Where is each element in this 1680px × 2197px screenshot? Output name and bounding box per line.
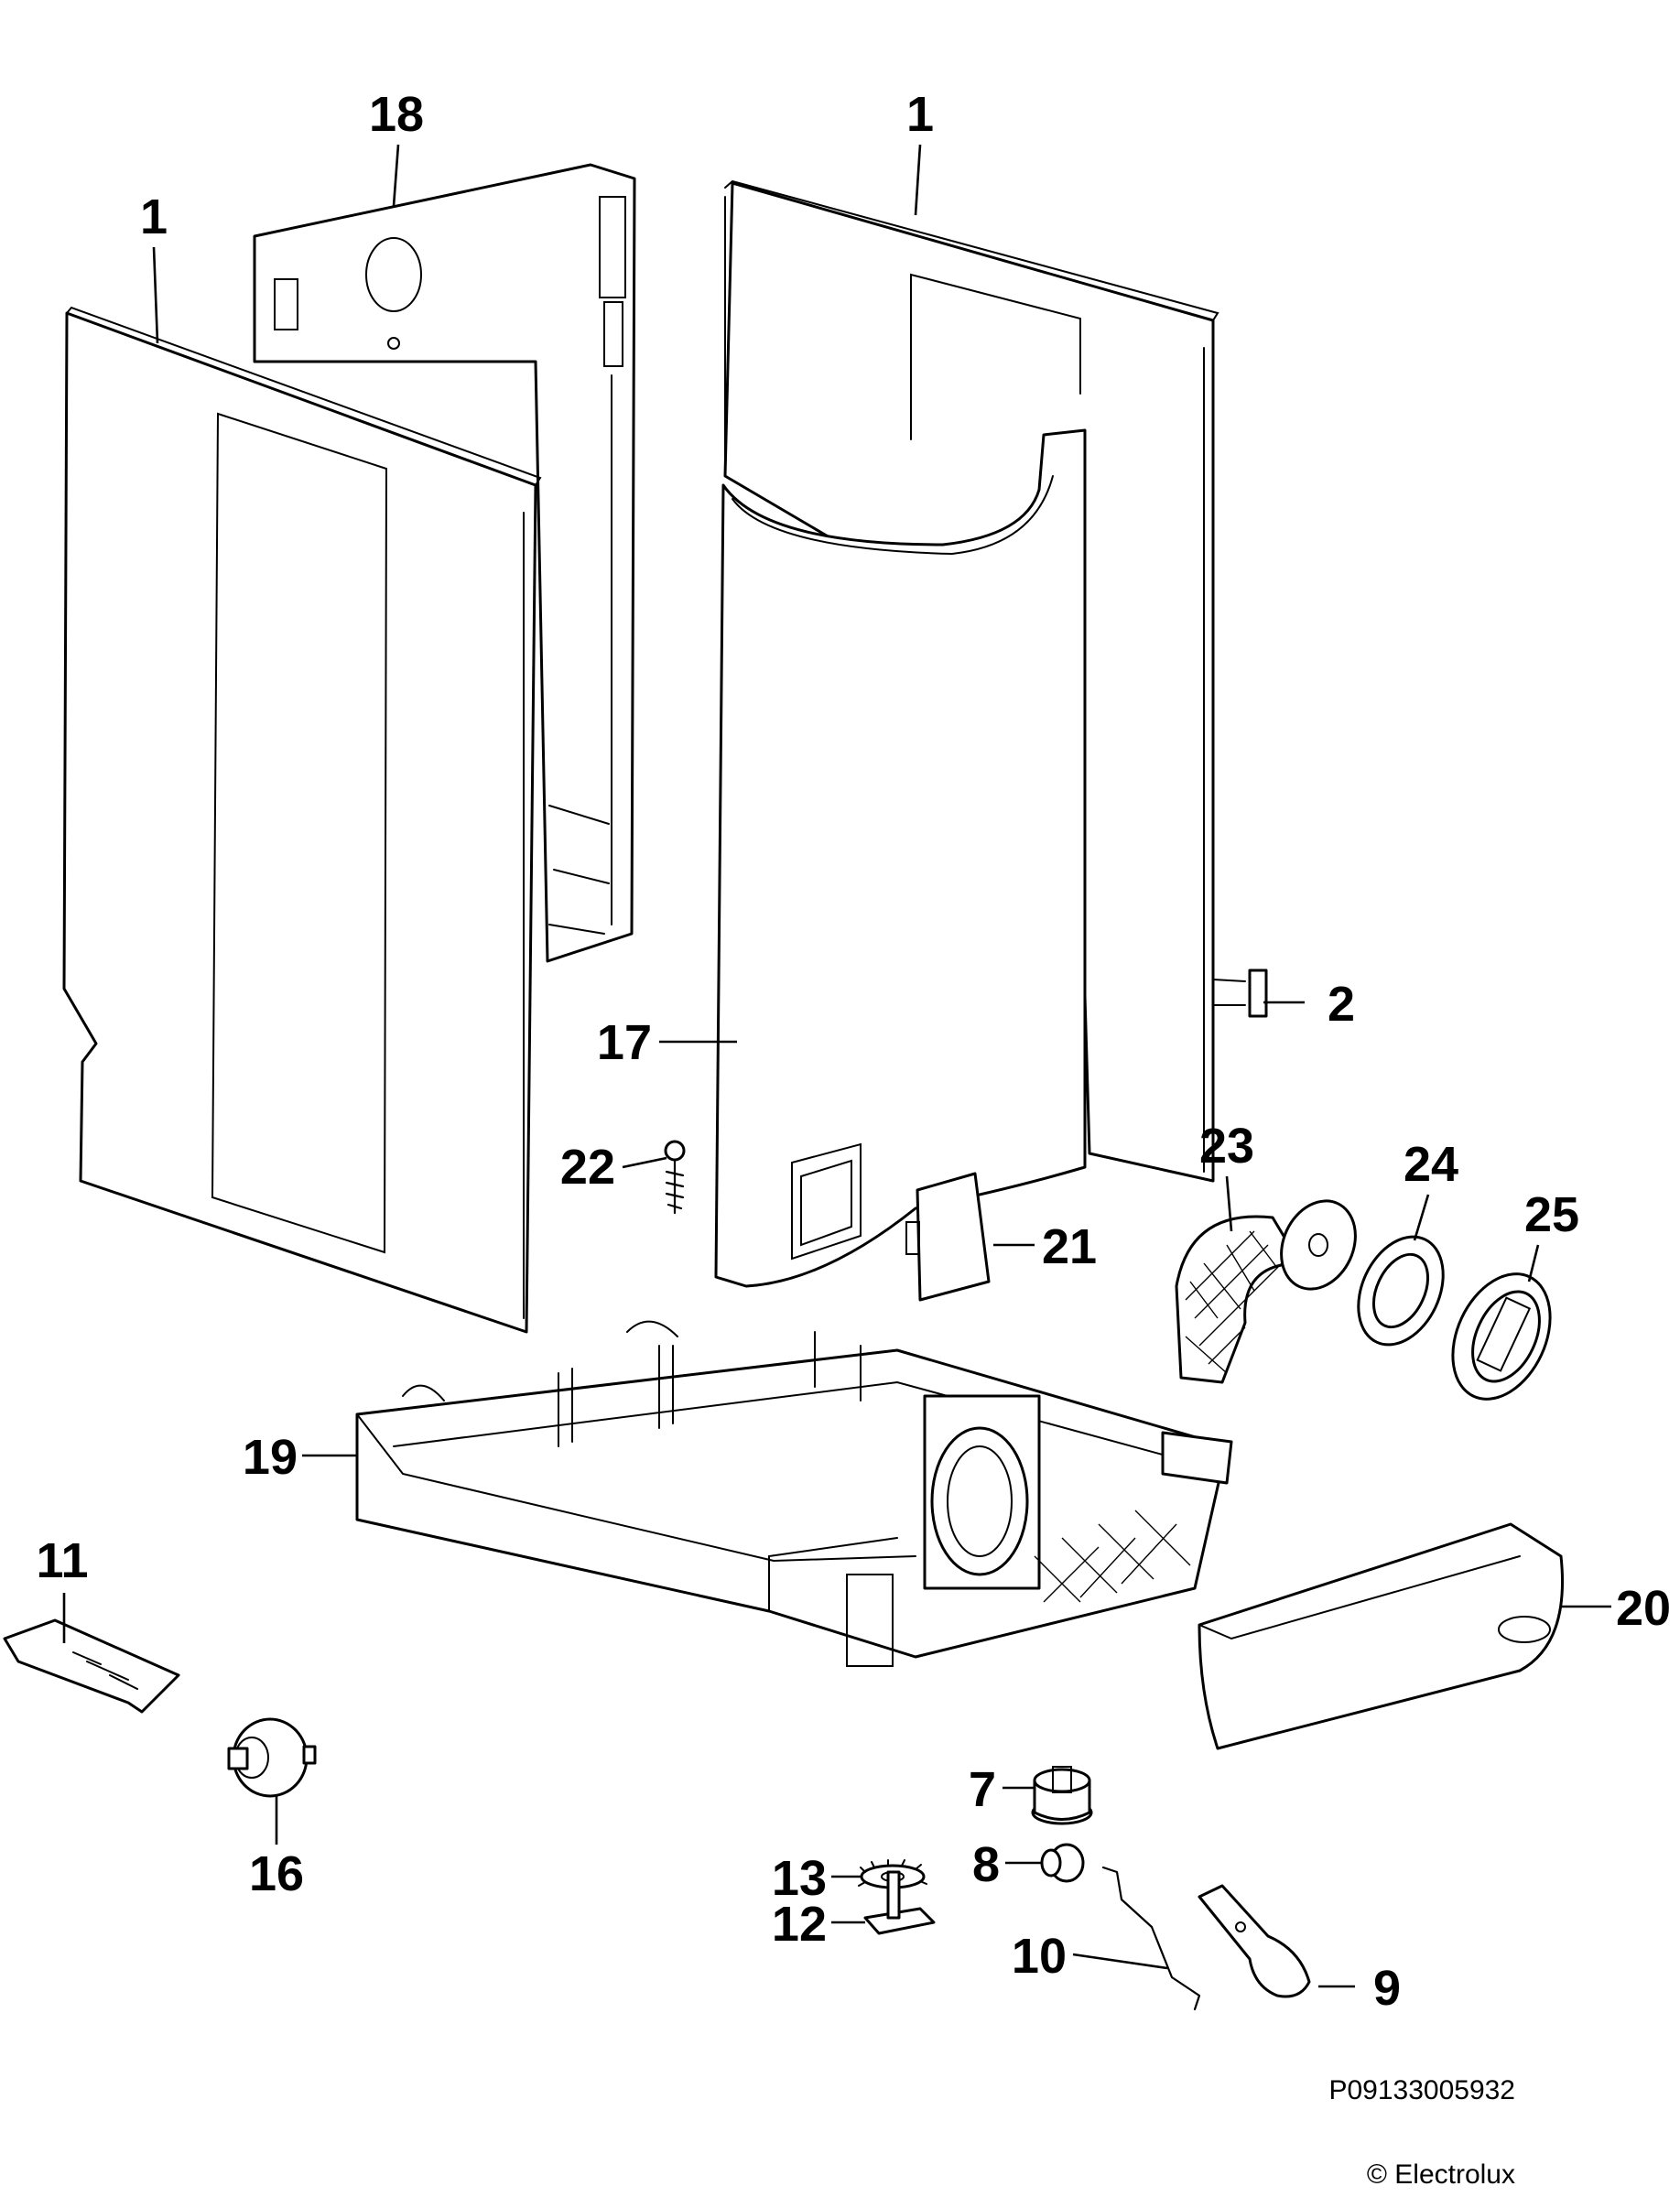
part-21-cover-flap[interactable] xyxy=(905,1172,991,1302)
part-22-screw[interactable] xyxy=(664,1140,686,1215)
callout-1-left: 1 xyxy=(140,189,168,244)
callout-20: 20 xyxy=(1616,1581,1671,1636)
copyright: © Electrolux xyxy=(1367,2159,1515,2190)
part-17-front-panel[interactable] xyxy=(714,428,1087,1288)
callout-9: 9 xyxy=(1373,1961,1401,2016)
callout-19: 19 xyxy=(243,1430,298,1485)
callout-2: 2 xyxy=(1328,977,1355,1032)
callout-12: 12 xyxy=(772,1897,827,1952)
callout-22: 22 xyxy=(560,1140,615,1195)
part-23-hose[interactable] xyxy=(1175,1189,1370,1384)
part-12-foot-screw[interactable] xyxy=(863,1870,936,1935)
callout-17: 17 xyxy=(597,1015,652,1070)
drawing-code: P09133005932 xyxy=(1328,2075,1515,2105)
callout-10: 10 xyxy=(1012,1929,1067,1984)
callout-13: 13 xyxy=(772,1851,827,1906)
part-1-right-side-panel[interactable] xyxy=(723,179,1219,1183)
callout-16: 16 xyxy=(249,1846,304,1901)
part-10-wire-spring[interactable] xyxy=(1101,1866,1201,2011)
part-9-lever[interactable] xyxy=(1198,1884,1311,1998)
callout-8: 8 xyxy=(972,1837,1000,1892)
part-18-rear-panel[interactable] xyxy=(253,163,636,963)
part-20-front-plinth[interactable] xyxy=(1198,1522,1565,1750)
callout-24: 24 xyxy=(1404,1137,1458,1192)
part-16-foot[interactable] xyxy=(227,1717,317,1798)
part-25-filter-cover[interactable] xyxy=(1434,1258,1569,1414)
callout-11: 11 xyxy=(36,1533,88,1588)
part-1-left-side-panel[interactable] xyxy=(62,306,542,1334)
callout-18: 18 xyxy=(369,87,424,142)
callout-7: 7 xyxy=(969,1762,996,1817)
part-11-bracket[interactable] xyxy=(3,1618,180,1714)
part-8-plug[interactable] xyxy=(1040,1843,1085,1883)
callout-23: 23 xyxy=(1199,1119,1254,1174)
part-2-clip[interactable] xyxy=(1212,969,1268,1018)
callout-25: 25 xyxy=(1524,1187,1579,1242)
callout-labels: 1 18 1 17 2 22 21 23 24 25 19 11 20 16 7… xyxy=(36,87,1671,2016)
callout-1-right: 1 xyxy=(906,87,934,142)
callout-21: 21 xyxy=(1042,1219,1097,1274)
part-7-foot-housing[interactable] xyxy=(1031,1766,1093,1825)
part-24-seal-ring[interactable] xyxy=(1342,1223,1460,1358)
part-19-base-frame[interactable] xyxy=(355,1320,1233,1667)
leader-lines xyxy=(62,144,1611,1988)
